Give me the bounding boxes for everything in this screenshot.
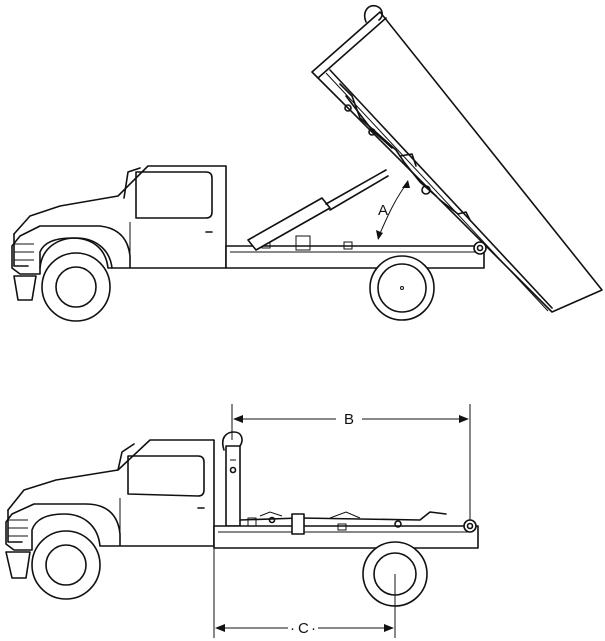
c-dot-right: · bbox=[311, 620, 316, 637]
hydraulic-cylinder bbox=[247, 169, 389, 251]
front-wheel-bottom bbox=[31, 530, 101, 600]
raised-dump-body bbox=[311, 4, 603, 313]
dimension-c: · · bbox=[213, 548, 396, 638]
label-c: C bbox=[298, 620, 309, 637]
frame-bottom bbox=[213, 511, 479, 549]
dimension-b bbox=[231, 404, 471, 520]
hook-arm bbox=[221, 431, 243, 527]
rear-wheel-top bbox=[369, 255, 435, 321]
label-a: A bbox=[378, 202, 388, 219]
front-wheel-top bbox=[41, 252, 111, 322]
angle-a-dimension bbox=[376, 180, 410, 240]
truck-lowered-view: B · · C bbox=[5, 404, 479, 638]
cab-top bbox=[11, 165, 227, 301]
truck-dumping-view: A bbox=[11, 4, 603, 322]
cab-bottom bbox=[5, 439, 215, 579]
label-b: B bbox=[344, 411, 354, 428]
c-dot-left: · bbox=[290, 620, 295, 637]
